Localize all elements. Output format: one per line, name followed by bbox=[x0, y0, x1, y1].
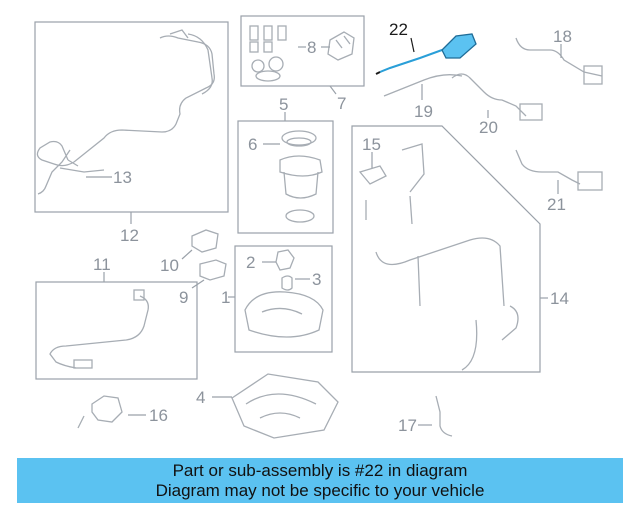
part-4-shield bbox=[231, 373, 339, 439]
callout-22: 22 bbox=[389, 20, 408, 39]
callout-3: 3 bbox=[312, 270, 321, 289]
callout-16: 16 bbox=[149, 406, 168, 425]
callout-18: 18 bbox=[553, 27, 572, 46]
leader-9 bbox=[191, 279, 205, 289]
callout-4: 4 bbox=[196, 388, 205, 407]
callout-9: 9 bbox=[179, 288, 188, 307]
callout-13: 13 bbox=[113, 168, 132, 187]
sensor-18-plug bbox=[583, 65, 603, 85]
sensor-20 bbox=[451, 73, 527, 117]
callout-15: 15 bbox=[362, 135, 381, 154]
callout-12: 12 bbox=[120, 226, 139, 245]
leader-10 bbox=[181, 249, 193, 260]
box-7-clamps bbox=[240, 15, 365, 87]
callout-2: 2 bbox=[246, 253, 255, 272]
sensor-17 bbox=[435, 395, 453, 437]
sensor-21-plug bbox=[577, 171, 603, 191]
box-11-wiring bbox=[35, 281, 198, 380]
leader-22 bbox=[410, 37, 415, 53]
callout-5: 5 bbox=[279, 95, 288, 114]
callout-7: 7 bbox=[337, 94, 346, 113]
callout-17: 17 bbox=[398, 416, 417, 435]
callout-1: 1 bbox=[221, 288, 230, 307]
callout-21: 21 bbox=[547, 195, 566, 214]
part-16-valve bbox=[77, 395, 123, 429]
info-banner: Part or sub-assembly is #22 in diagram D… bbox=[17, 458, 623, 503]
connector-9 bbox=[199, 259, 227, 281]
banner-line-1: Part or sub-assembly is #22 in diagram bbox=[172, 461, 468, 480]
leader-7 bbox=[329, 85, 337, 95]
sensor-20-plug bbox=[519, 103, 543, 121]
callout-11: 11 bbox=[93, 255, 111, 274]
banner-line-2: Diagram may not be specific to your vehi… bbox=[155, 481, 485, 500]
callout-8: 8 bbox=[307, 38, 316, 57]
sensor-21 bbox=[515, 149, 581, 185]
callout-20: 20 bbox=[479, 118, 498, 137]
callout-19: 19 bbox=[414, 102, 433, 121]
sensor-18 bbox=[515, 37, 603, 77]
box-14-hoses bbox=[351, 125, 541, 373]
part-22-sensor-highlighted[interactable] bbox=[375, 33, 477, 75]
callout-10: 10 bbox=[160, 256, 179, 275]
callout-14: 14 bbox=[550, 289, 569, 308]
sensor-19 bbox=[383, 74, 463, 97]
connector-10 bbox=[191, 229, 219, 253]
callout-6: 6 bbox=[248, 135, 257, 154]
